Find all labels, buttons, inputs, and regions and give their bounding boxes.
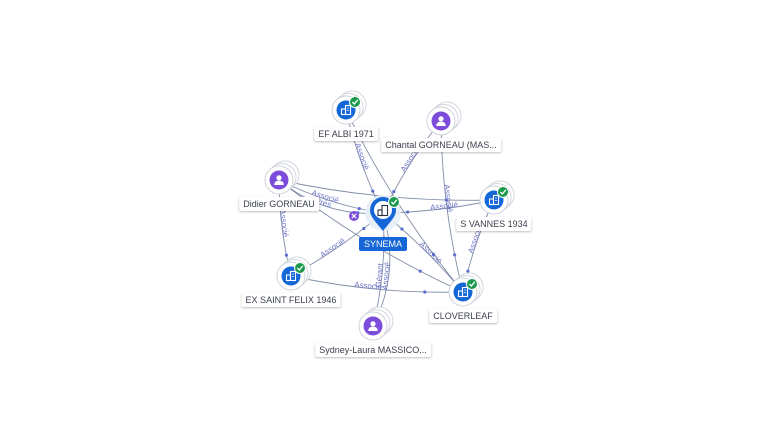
node-label-chantal: Chantal GORNEAU (MAS...	[381, 138, 501, 152]
node-label-cloverleaf: CLOVERLEAF	[429, 309, 497, 323]
edge-arrow	[431, 252, 436, 256]
node-svannes[interactable]	[479, 180, 515, 215]
edge-label: Associé	[318, 236, 347, 260]
check-badge-icon	[497, 186, 509, 198]
node-exsaint[interactable]	[276, 256, 312, 291]
edge-exsaint-cloverleaf	[290, 275, 464, 293]
edge-label: Associé	[353, 142, 371, 172]
person-icon	[274, 175, 284, 185]
node-label-svannes: S VANNES 1934	[456, 217, 532, 231]
edge-arrow	[400, 227, 404, 231]
edge-label: Associé	[278, 209, 290, 238]
nodes-layer	[264, 90, 515, 341]
check-badge-icon	[466, 278, 478, 290]
node-chantal[interactable]	[426, 101, 462, 136]
edge-label: Associé	[354, 280, 383, 292]
edge-arrow	[406, 210, 410, 214]
center-node-label: SYNEMA	[358, 237, 408, 251]
edge-arrow	[371, 189, 375, 193]
building-icon	[340, 104, 352, 116]
edge-arrow	[284, 253, 288, 257]
edge-arrow	[362, 226, 366, 231]
node-label-didier: Didier GORNEAU	[239, 197, 319, 211]
building-icon	[457, 286, 469, 298]
edge-arrow	[453, 253, 457, 257]
edge-arrow	[423, 290, 427, 294]
building-icon	[488, 194, 500, 206]
node-label-sydney: Sydney-Laura MASSICO...	[315, 343, 431, 357]
node-efalbi[interactable]	[331, 90, 367, 125]
edge-label: Associé	[380, 261, 391, 290]
node-cloverleaf[interactable]	[448, 272, 484, 307]
edge-arrow	[392, 189, 396, 194]
edge-label: Gérant	[374, 262, 385, 288]
edge-arrow	[418, 269, 422, 273]
edge-arrow	[357, 206, 361, 211]
edge-label: Associé	[442, 184, 455, 213]
node-sydney[interactable]	[358, 306, 394, 341]
person-icon	[368, 321, 378, 331]
check-badge-icon	[388, 196, 400, 208]
check-badge-icon	[349, 96, 361, 108]
center-node[interactable]	[365, 195, 401, 231]
building-icon	[377, 204, 389, 217]
edge-label: Associé	[430, 200, 459, 212]
node-didier[interactable]	[264, 160, 300, 195]
edge-label: Associé	[418, 240, 445, 266]
edge-arrow	[466, 269, 470, 273]
close-icon[interactable]	[349, 211, 359, 221]
building-icon	[285, 270, 297, 282]
person-icon	[436, 116, 446, 126]
node-label-efalbi: EF ALBI 1971	[314, 127, 378, 141]
check-badge-icon	[294, 262, 306, 274]
node-label-exsaint: EX SAINT FELIX 1946	[241, 293, 341, 307]
